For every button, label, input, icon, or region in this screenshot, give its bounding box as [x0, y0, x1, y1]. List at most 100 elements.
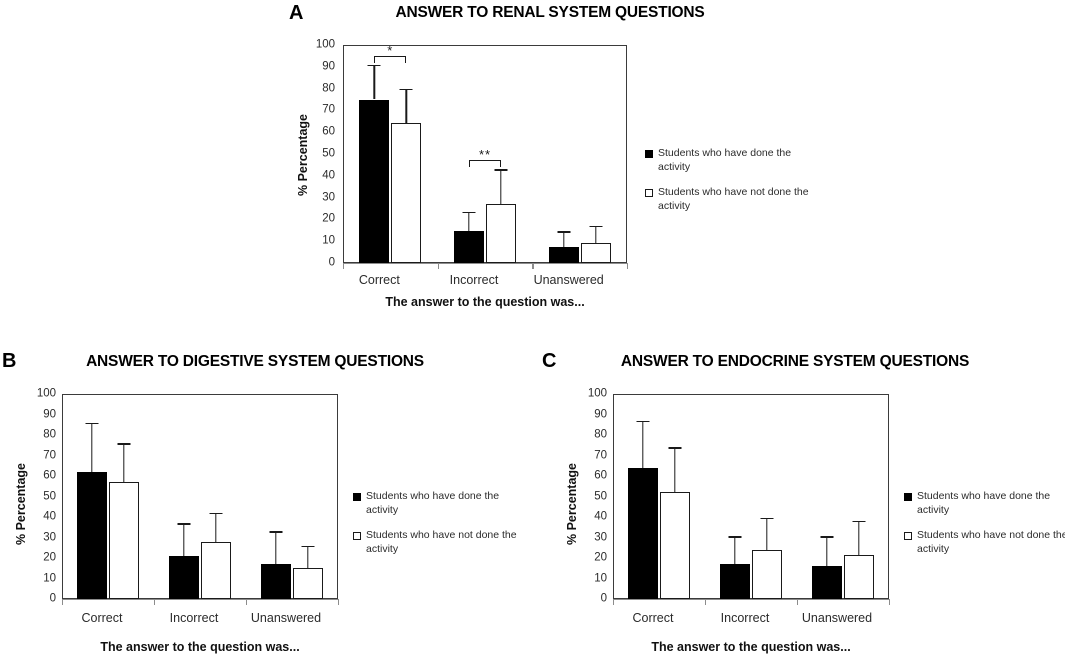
x-axis-tick — [797, 599, 799, 605]
panel-a-x-axis-label: The answer to the question was... — [385, 295, 585, 309]
panel-a-x-axis — [343, 263, 627, 265]
error-bar-cap — [269, 531, 283, 533]
y-tick-label: 60 — [43, 469, 56, 482]
error-bar-cap — [462, 211, 476, 214]
x-tick-label-incorrect: Incorrect — [720, 611, 770, 625]
filled-square-icon — [645, 150, 653, 158]
y-tick-label: 20 — [322, 212, 335, 225]
x-axis-tick — [705, 599, 707, 605]
panel-b-x-axis — [62, 599, 338, 601]
error-bar-cap — [209, 512, 223, 515]
error-bar — [562, 231, 565, 247]
bar-incorrect-not-done — [486, 204, 516, 263]
error-bar-cap — [728, 536, 742, 538]
x-tick-label-incorrect: Incorrect — [169, 611, 219, 625]
error-bar-cap — [399, 88, 413, 90]
significance-marker: ** — [478, 147, 492, 163]
error-bar — [766, 518, 768, 550]
y-tick-label: 10 — [594, 571, 607, 584]
panel-a: A ANSWER TO RENAL SYSTEM QUESTIONS % Per… — [289, 2, 820, 309]
error-bar-cap — [636, 420, 650, 423]
x-tick-label-unanswered: Unanswered — [533, 273, 604, 287]
bar-incorrect-done — [720, 564, 750, 599]
y-tick-label: 80 — [43, 428, 56, 441]
x-axis-tick — [62, 599, 64, 605]
y-tick-label: 0 — [328, 256, 335, 269]
x-axis-tick — [613, 599, 615, 605]
x-tick-label-correct: Correct — [632, 611, 674, 625]
y-tick-label: 40 — [594, 510, 607, 523]
error-bar — [594, 225, 597, 244]
panel-b-title: ANSWER TO DIGESTIVE SYSTEM QUESTIONS — [86, 353, 424, 370]
legend-item: Students who have done the activity — [353, 490, 523, 518]
error-bar — [642, 420, 644, 468]
panel-b-plot-area — [62, 394, 338, 599]
x-axis-tick — [437, 263, 439, 269]
y-tick-label: 60 — [594, 469, 607, 482]
error-bar-cap — [589, 225, 603, 228]
open-square-icon — [904, 531, 912, 540]
y-tick-label: 100 — [36, 387, 56, 400]
legend-item: Students who have not done the activity — [904, 529, 1065, 557]
error-bar — [674, 447, 676, 493]
x-axis-tick — [338, 599, 340, 605]
y-tick-label: 40 — [43, 510, 56, 523]
panel-b: B ANSWER TO DIGESTIVE SYSTEM QUESTIONS %… — [0, 345, 540, 655]
y-tick-label: 30 — [322, 190, 335, 203]
error-bar — [468, 211, 470, 232]
y-tick-label: 90 — [322, 60, 335, 73]
y-tick-label: 10 — [322, 234, 335, 247]
legend-label: Students who have done the activity — [917, 490, 1051, 516]
panel-a-letter: A — [289, 2, 304, 24]
error-bar-cap — [117, 443, 131, 445]
bar-unanswered-done — [812, 566, 842, 599]
y-tick-label: 0 — [49, 592, 56, 605]
x-axis-tick — [246, 599, 248, 605]
legend-item: Students who have not done the activity — [353, 529, 523, 557]
x-axis-tick — [154, 599, 156, 605]
error-bar-cap — [668, 447, 682, 449]
legend-label: Students who have not done the activity — [366, 528, 517, 555]
legend-item: Students who have done the activity — [645, 147, 820, 175]
panel-c-x-axis-label: The answer to the question was... — [651, 640, 851, 654]
error-bar-cap — [85, 422, 99, 425]
legend-label: Students who have not done the activity — [917, 528, 1065, 555]
significance-bracket — [469, 160, 501, 168]
error-bar — [91, 422, 93, 472]
bar-correct-not-done — [391, 123, 422, 263]
error-bar-cap — [557, 231, 571, 233]
y-tick-label: 100 — [315, 38, 335, 51]
panel-c-plot-area — [613, 394, 889, 599]
y-tick-label: 0 — [600, 592, 607, 605]
y-tick-label: 30 — [43, 530, 56, 543]
error-bar-cap — [301, 545, 315, 548]
panel-c: C ANSWER TO ENDOCRINE SYSTEM QUESTIONS %… — [530, 345, 1065, 655]
legend-label: Students who have not done the activity — [658, 185, 809, 212]
error-bar — [123, 443, 125, 483]
x-axis-tick — [889, 599, 891, 605]
x-tick-label-correct: Correct — [81, 611, 123, 625]
bar-unanswered-not-done — [293, 568, 323, 599]
bar-incorrect-not-done — [752, 549, 782, 599]
bar-correct-done — [628, 467, 658, 599]
error-bar — [405, 88, 408, 124]
error-bar-cap — [177, 523, 191, 525]
error-bar — [373, 64, 376, 100]
y-tick-label: 50 — [594, 489, 607, 502]
bar-correct-not-done — [660, 492, 690, 599]
bar-unanswered-done — [261, 564, 291, 599]
y-tick-label: 70 — [43, 448, 56, 461]
bar-incorrect-done — [169, 555, 199, 599]
y-tick-label: 90 — [594, 407, 607, 420]
legend-item: Students who have not done the activity — [645, 186, 820, 214]
bar-incorrect-done — [454, 231, 484, 263]
bar-correct-not-done — [109, 482, 139, 599]
legend-label: Students who have done the activity — [658, 147, 792, 173]
open-square-icon — [353, 531, 361, 540]
y-tick-label: 70 — [322, 103, 335, 116]
panel-c-letter: C — [542, 350, 557, 372]
